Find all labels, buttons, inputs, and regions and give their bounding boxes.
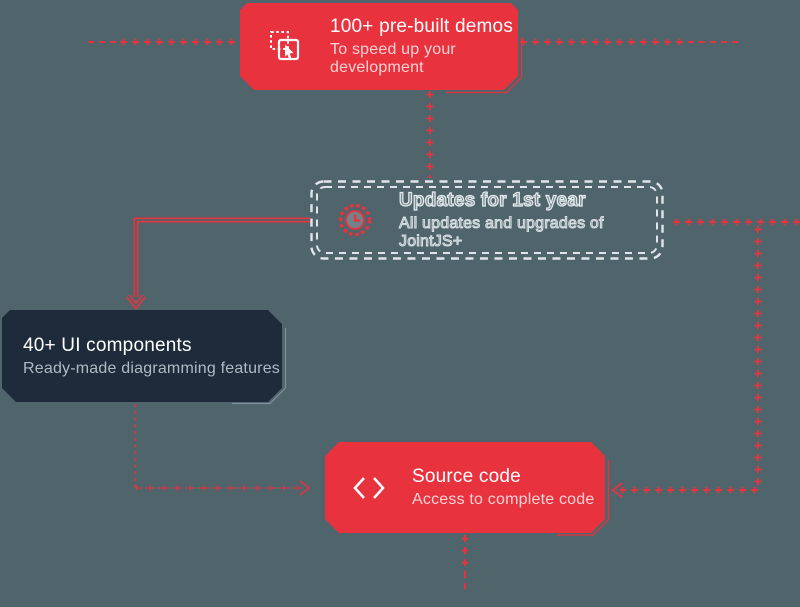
node-subtitle: Ready-made diagramming features: [23, 359, 280, 377]
corner-accent-line: [446, 37, 523, 94]
clock-updates-icon: [337, 202, 373, 238]
edge-right-to-source: [611, 226, 762, 498]
ghost-outer-dashed-border: [310, 180, 664, 260]
edge-components-to-source: [134, 404, 311, 496]
node-prebuilt-demos[interactable]: 100+ pre-built demos To speed up your de…: [240, 3, 523, 94]
node-title: Source code: [412, 466, 521, 487]
node-subtitle: To speed up your development: [330, 41, 456, 76]
edge-updates-to-components: [126, 217, 310, 311]
node-title: Updates for 1st year: [398, 189, 586, 211]
ghost-inner-dashed-border: [316, 186, 658, 254]
corner-accent-line: [557, 460, 610, 536]
node-source-code[interactable]: Source code Access to complete code: [325, 442, 610, 536]
node-title: 40+ UI components: [23, 334, 192, 356]
node-updates-ghost[interactable]: Updates for 1st year All updates and upg…: [310, 180, 664, 260]
drag-select-icon: [269, 30, 303, 64]
node-ui-components[interactable]: 40+ UI components Ready-made diagramming…: [2, 310, 287, 405]
code-icon: [351, 474, 387, 502]
node-subtitle: All updates and upgrades of JointJS+: [399, 214, 604, 250]
node-title: 100+ pre-built demos: [330, 16, 514, 37]
node-subtitle: Access to complete code: [412, 491, 595, 508]
corner-accent-line: [232, 328, 287, 405]
